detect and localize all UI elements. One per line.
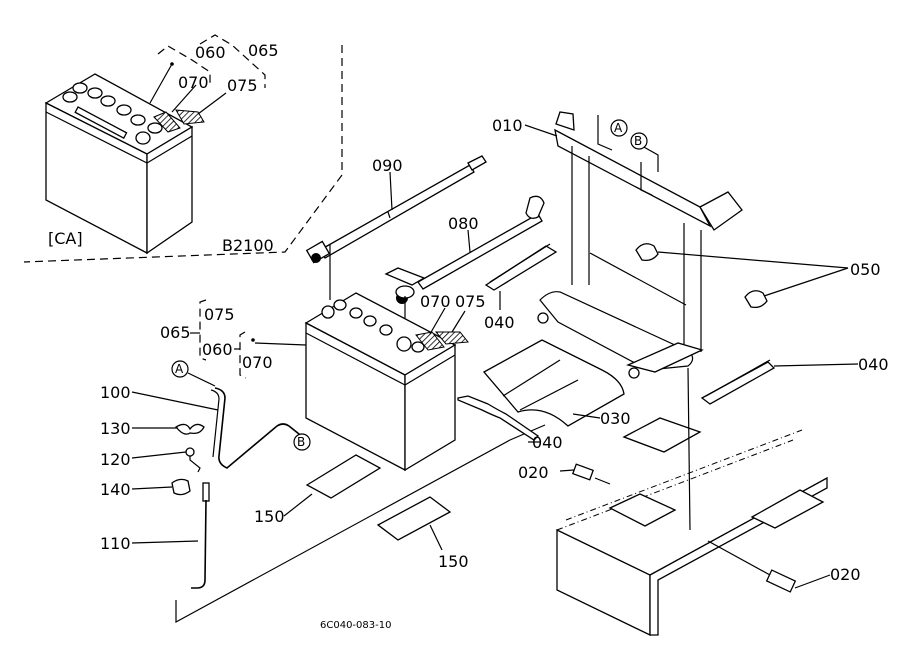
strip-040-right: 040 [700, 355, 889, 405]
cushions-050: 050 [635, 243, 881, 309]
battery-assembly-callouts: 065 075 060 070 [160, 299, 273, 379]
leader-080 [467, 229, 471, 253]
base-plane-outline [175, 424, 546, 624]
cable-080: 080 [384, 195, 545, 345]
bolt-020-b: 020 [707, 540, 861, 593]
callout-060-left: 060 [202, 340, 233, 359]
callout-070-left: 070 [242, 353, 273, 372]
callout-030: 030 [600, 409, 631, 428]
label-b2100-model: B2100 [222, 236, 274, 255]
callout-040-top: 040 [484, 313, 515, 332]
callout-120: 120 [100, 450, 131, 469]
label-ca-variant: [CA] [48, 229, 83, 248]
callout-020-a: 020 [518, 463, 549, 482]
callout-075-left: 075 [204, 305, 235, 324]
svg-text:B: B [634, 134, 642, 148]
ref-circle-b-left [293, 433, 311, 451]
callout-100: 100 [100, 383, 131, 402]
callout-inset-065: 065 [248, 41, 279, 60]
callout-150-a: 150 [254, 507, 285, 526]
callout-070-main: 070 [420, 292, 451, 311]
strip-040-top: 040 [484, 243, 558, 332]
ref-circle-a-left [171, 360, 189, 378]
callout-020-b: 020 [830, 565, 861, 584]
callout-010: 010 [492, 116, 523, 135]
svg-text:A: A [614, 121, 623, 135]
svg-text:B: B [297, 435, 305, 449]
callout-040-bottom: 040 [532, 433, 563, 452]
inset-ca-variant: 060 065 070 075 [CA] B2100 [23, 34, 343, 263]
leader-090 [389, 171, 393, 211]
callout-150-b: 150 [438, 552, 469, 571]
callout-130: 130 [100, 419, 131, 438]
callout-110: 110 [100, 534, 131, 553]
svg-text:A: A [175, 362, 184, 376]
inset-boundary [23, 45, 343, 263]
callout-inset-060: 060 [195, 43, 226, 62]
cable-090: 090 [305, 155, 487, 300]
ref-circle-a-top [610, 119, 628, 137]
drawing-code: 6C040-083-10 [320, 620, 391, 631]
bolt-020-a: 020 [518, 463, 611, 485]
chassis-frame [556, 367, 828, 637]
callout-065-left: 065 [160, 323, 191, 342]
callout-075-main: 075 [455, 292, 486, 311]
strip-040-bottom: 040 [457, 395, 563, 452]
inset-battery [44, 73, 205, 255]
ref-circle-b-top [630, 132, 648, 150]
bracket-frame-010: 010 A B [492, 111, 743, 379]
callout-090: 090 [372, 156, 403, 175]
pads-150: 150 150 [254, 454, 469, 571]
battery-holder-parts: A B 100 130 120 140 110 [100, 360, 311, 589]
callout-040-right: 040 [858, 355, 889, 374]
leader-inset-060 [149, 63, 173, 104]
tray-030: 030 [482, 339, 631, 428]
callout-inset-070: 070 [178, 73, 209, 92]
callout-080: 080 [448, 214, 479, 233]
battery-060: 070 075 [254, 292, 486, 472]
callout-inset-075: 075 [227, 76, 258, 95]
callout-140: 140 [100, 480, 131, 499]
callout-050: 050 [850, 260, 881, 279]
